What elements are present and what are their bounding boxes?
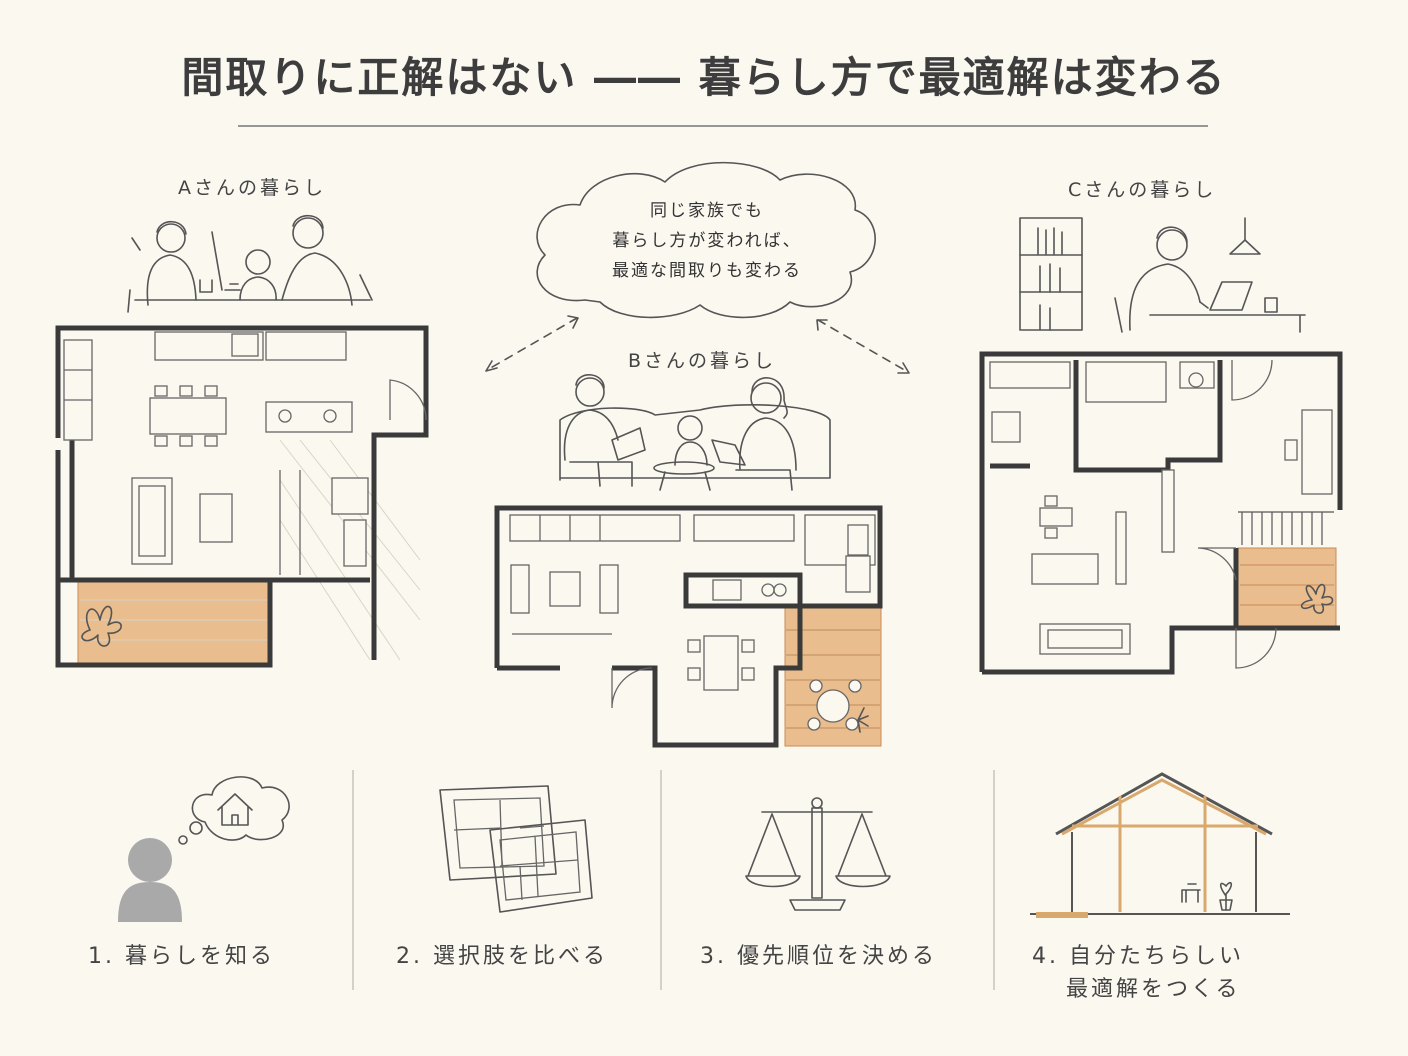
- household-a-label: Aさんの暮らし: [178, 177, 326, 199]
- cloud-line-1: 同じ家族でも: [650, 201, 764, 221]
- round-table-b: [816, 689, 850, 723]
- house-section-icon: [1030, 772, 1290, 918]
- cloud-line-3: 最適な間取りも変わる: [612, 261, 802, 281]
- step-2-label: 2. 選択肢を比べる: [396, 944, 608, 969]
- thought-cloud: [536, 161, 876, 319]
- thinking-person-house-icon: [118, 776, 290, 922]
- person-c-illustration: [1019, 217, 1306, 333]
- step-2: 2. 選択肢を比べる: [396, 940, 608, 973]
- sofa-a: [131, 477, 173, 565]
- step-3: 3. 優先順位を決める: [700, 940, 937, 973]
- family-a-illustration: [127, 214, 373, 313]
- column-dividers: [352, 770, 995, 990]
- plant-icon-b: [857, 707, 869, 733]
- deck-c: [1237, 547, 1337, 629]
- step-1: 1. 暮らしを知る: [88, 940, 275, 973]
- plant-icon-a: [81, 605, 122, 647]
- cloud-message: 同じ家族でも 暮らし方が変われば、 最適な間取りも変わる: [562, 196, 852, 286]
- dining-table-a: [149, 397, 227, 435]
- deck-a: [77, 579, 271, 667]
- cloud-line-2: 暮らし方が変われば、: [612, 231, 802, 251]
- dining-table-b: [703, 635, 739, 691]
- step-4: 4. 自分たちらしい 最適解をつくる: [1032, 940, 1244, 1006]
- title-divider: [238, 125, 1208, 127]
- page-title: 間取りに正解はない ―― 暮らし方で最適解は変わる: [181, 53, 1227, 102]
- family-b-illustration: [559, 374, 831, 491]
- floor-plan-c: [979, 351, 1343, 675]
- floor-plan-a: [55, 325, 429, 668]
- household-b-label: Bさんの暮らし: [628, 350, 777, 372]
- household-c-label: Cさんの暮らし: [1068, 179, 1217, 201]
- step-1-label: 1. 暮らしを知る: [88, 944, 275, 969]
- floor-plan-b: [494, 505, 883, 748]
- balance-scale-icon: [745, 797, 891, 911]
- step-4-label-line-2: 最適解をつくる: [1066, 977, 1241, 1002]
- dashed-arrows: [485, 315, 910, 374]
- step-4-label-line-1: 4. 自分たちらしい: [1032, 944, 1244, 969]
- floor-plans-icon: [439, 785, 593, 913]
- kitchen-counter-a: [265, 401, 353, 433]
- plant-icon-c: [1300, 583, 1334, 614]
- step-3-label: 3. 優先順位を決める: [700, 944, 937, 969]
